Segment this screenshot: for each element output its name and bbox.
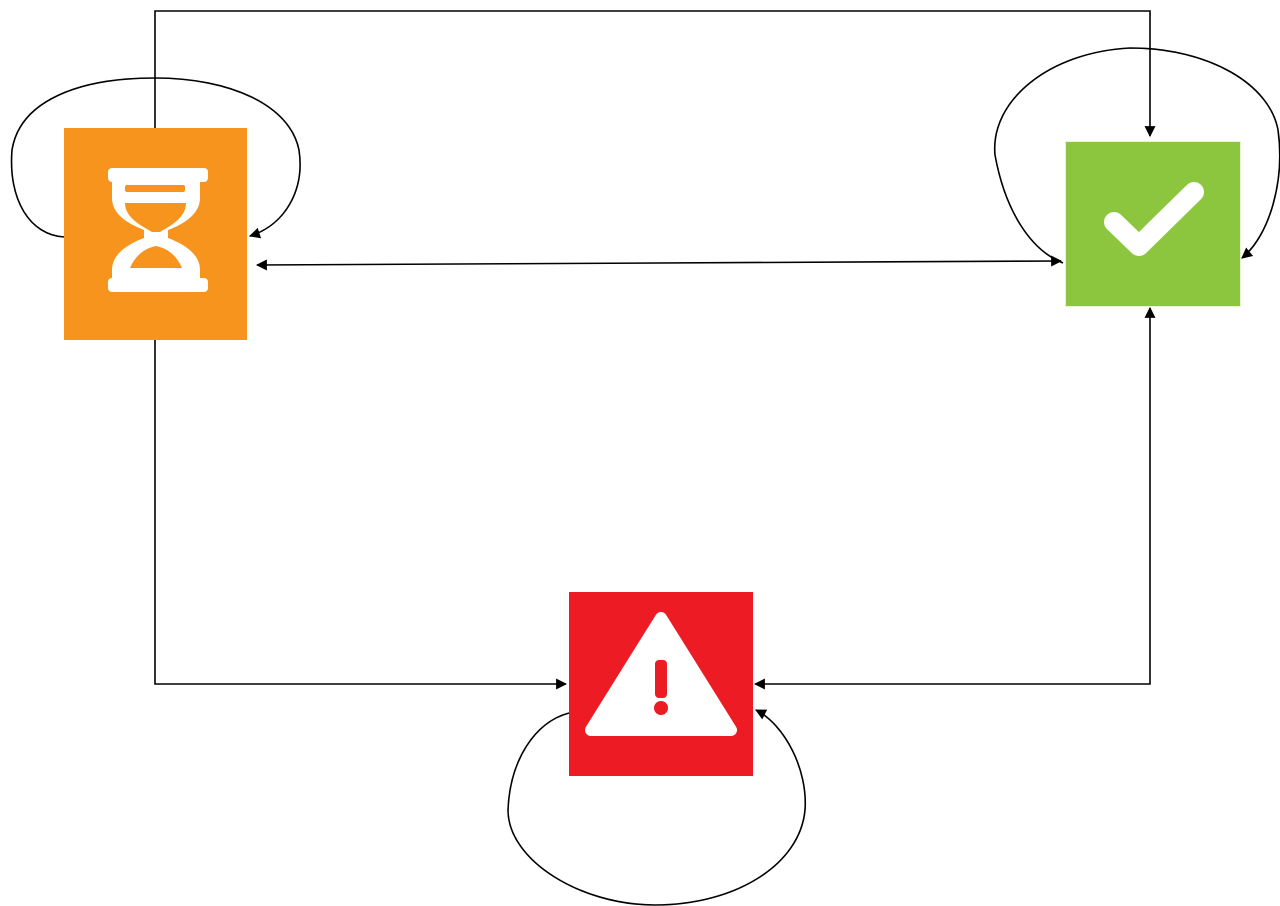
success-state-node[interactable] xyxy=(1065,141,1241,307)
checkmark-icon xyxy=(1066,142,1240,306)
error-state-node[interactable] xyxy=(569,592,753,776)
self-loop-pending xyxy=(10,77,301,239)
pending-state-node[interactable] xyxy=(64,128,247,340)
edge-pending-success-bidirectional xyxy=(255,255,1063,271)
edge-pending-to-error xyxy=(154,340,568,690)
edge-success-error-bidirectional xyxy=(753,306,1156,690)
edge-pending-to-success-top xyxy=(154,10,1156,138)
self-loop-success xyxy=(994,47,1280,264)
hourglass-icon xyxy=(64,128,247,340)
warning-icon xyxy=(569,592,753,776)
self-loop-error xyxy=(507,709,807,906)
